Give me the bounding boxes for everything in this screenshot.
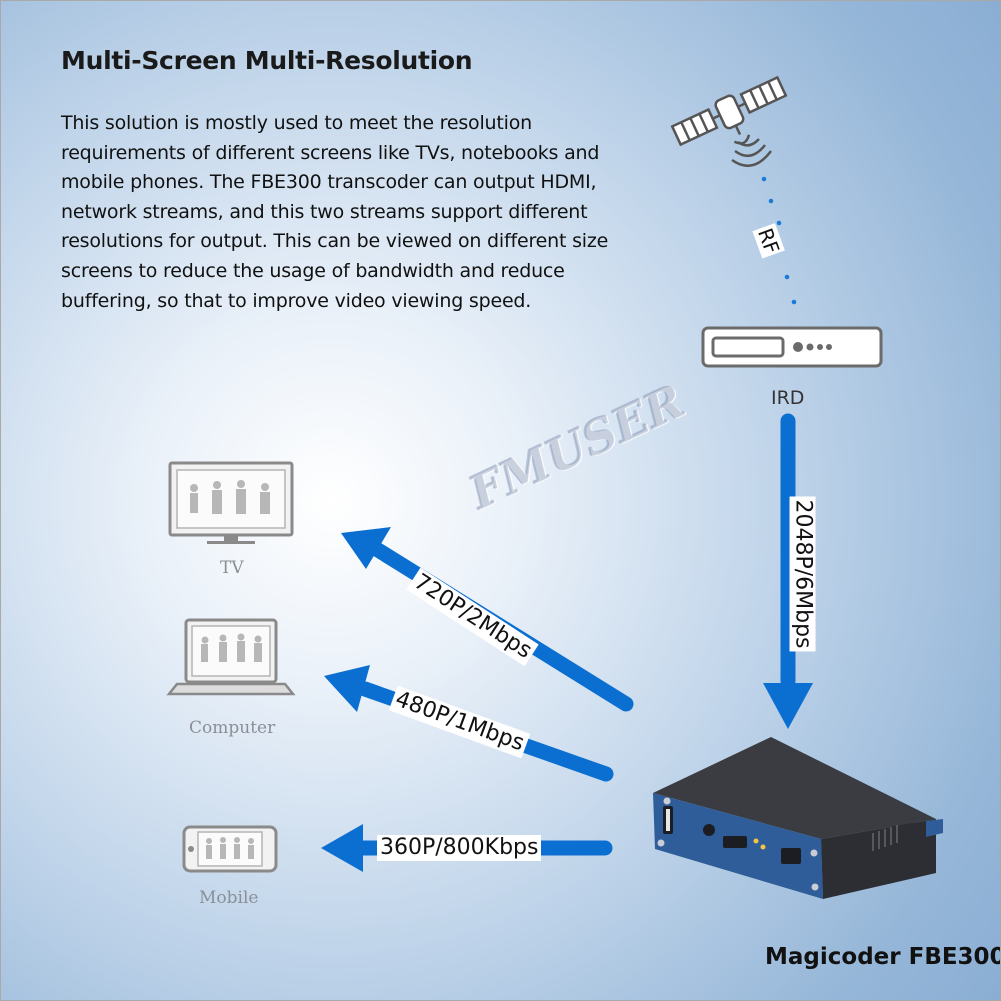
- arrow-input-down: [763, 413, 813, 729]
- description-text: This solution is mostly used to meet the…: [61, 112, 609, 312]
- signal-waves-icon: [731, 138, 772, 168]
- ird-receiver-icon: [701, 326, 883, 368]
- mobile-label: Mobile: [199, 888, 259, 908]
- product-name: Magicoder FBE300: [765, 944, 1001, 970]
- mobile-stream-label: 360P/800Kbps: [377, 835, 542, 861]
- rf-signal-dots: [761, 176, 797, 305]
- tv-label: TV: [220, 558, 244, 578]
- laptop-icon: [166, 618, 296, 696]
- ird-label: IRD: [771, 387, 805, 409]
- input-stream-label: 2048P/6Mbps: [789, 496, 816, 652]
- smartphone-icon: [182, 825, 278, 873]
- diagram-title: Multi-Screen Multi-Resolution: [61, 46, 473, 75]
- transcoder-device-icon: [651, 737, 943, 899]
- tv-icon: [168, 461, 294, 544]
- satellite-icon: [670, 75, 788, 147]
- computer-label: Computer: [189, 718, 276, 738]
